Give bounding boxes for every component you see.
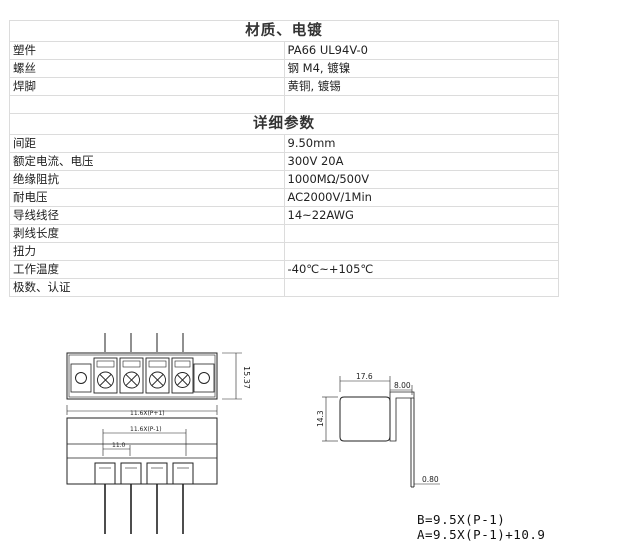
row-value: -40℃~+105℃ (283, 260, 559, 279)
row-label: 塑件 (9, 41, 285, 60)
terminal-cell (93, 357, 118, 394)
screw-slot (177, 374, 188, 386)
screw-head (149, 371, 166, 389)
wire-opening (120, 462, 142, 485)
table-row (9, 95, 559, 114)
row-value (283, 242, 559, 261)
row-label: 焊脚 (9, 77, 285, 96)
table-row: 扭力 (9, 242, 559, 261)
formula-b: B=9.5X(P-1) (417, 512, 506, 527)
row-label: 极数、认证 (9, 278, 285, 297)
row-value: AC2000V/1Min (283, 188, 559, 207)
body-outline (66, 352, 218, 400)
dim-overall-width-label: 11.6X(P+1) (130, 410, 165, 417)
terminal-cell (119, 357, 144, 394)
dim-height-label: 15.37 (242, 366, 251, 389)
dim-side-height-label: 14.3 (316, 410, 325, 427)
row-label: 额定电流、电压 (9, 152, 285, 171)
row-value (283, 278, 559, 297)
materials-section-title: 材质、电镀 (9, 20, 559, 42)
body-inner (68, 354, 216, 398)
screw-head (174, 372, 191, 388)
table-row: 剥线长度 (9, 224, 559, 243)
dim-side-width-label: 17.6 (356, 372, 373, 381)
row-value: 14~22AWG (283, 206, 559, 225)
side-view: 17.6 8.00 14.3 0.80 (316, 372, 440, 488)
formula-a: A=9.5X(P-1)+10.9 (417, 527, 546, 542)
screw-head (97, 371, 114, 389)
mount-ear (70, 363, 92, 393)
top-view: 15.37 11.6X(P+1) (66, 333, 251, 417)
mount-hole (198, 372, 210, 384)
row-label: 剥线长度 (9, 224, 285, 243)
row-value: 钢 M4, 镀镍 (283, 59, 559, 78)
mount-hole (75, 372, 87, 384)
screw-slot (151, 374, 164, 386)
terminal-top (148, 360, 167, 368)
row-label: 绝缘阻抗 (9, 170, 285, 189)
table-row: 塑件 PA66 UL94V-0 (9, 41, 559, 60)
dim-pitch-label: 11.0 (112, 442, 126, 449)
table-row: 焊脚 黄铜, 镀锡 (9, 77, 559, 96)
row-value: PA66 UL94V-0 (283, 41, 559, 60)
terminal-top (122, 360, 141, 368)
terminal-cell (145, 357, 170, 394)
screw-head (123, 371, 140, 389)
wire-opening (94, 462, 116, 485)
row-label (9, 95, 285, 114)
table-row: 工作温度 -40℃~+105℃ (9, 260, 559, 279)
spec-table: 材质、电镀 塑件 PA66 UL94V-0 螺丝 钢 M4, 镀镍 焊脚 黄铜,… (9, 20, 559, 297)
front-body (66, 417, 218, 485)
row-label: 扭力 (9, 242, 285, 261)
row-value: 9.50mm (283, 134, 559, 153)
screw-slot (125, 374, 138, 386)
row-label: 工作温度 (9, 260, 285, 279)
table-row: 耐电压 AC2000V/1Min (9, 188, 559, 207)
terminal-top (96, 360, 115, 368)
front-view: 11.6X(P-1) 11.0 (66, 417, 218, 534)
dim-side-top-label: 8.00 (394, 381, 411, 390)
side-clamp (389, 391, 415, 442)
mount-ear (193, 363, 215, 393)
row-value: 黄铜, 镀锡 (283, 77, 559, 96)
details-section-title: 详细参数 (9, 113, 559, 135)
row-value (283, 224, 559, 243)
table-row: 间距 9.50mm (9, 134, 559, 153)
terminal-top (174, 360, 191, 368)
technical-drawing: 15.37 11.6X(P+1) 11.6X(P-1) 11.0 (66, 333, 440, 534)
table-row: 导线线径 14~22AWG (9, 206, 559, 225)
terminal-cell (171, 357, 194, 394)
wire-opening (172, 462, 194, 485)
row-label: 间距 (9, 134, 285, 153)
row-label: 螺丝 (9, 59, 285, 78)
table-row: 额定电流、电压 300V 20A (9, 152, 559, 171)
row-label: 导线线径 (9, 206, 285, 225)
dim-inner-width-label: 11.6X(P-1) (130, 426, 162, 433)
row-value: 300V 20A (283, 152, 559, 171)
row-value: 1000MΩ/500V (283, 170, 559, 189)
table-row: 螺丝 钢 M4, 镀镍 (9, 59, 559, 78)
screw-slot (99, 374, 112, 386)
side-body (339, 396, 391, 442)
wire-opening (146, 462, 168, 485)
row-label: 耐电压 (9, 188, 285, 207)
dim-pin-label: 0.80 (422, 475, 439, 484)
row-value (283, 95, 559, 114)
table-row: 极数、认证 (9, 278, 559, 297)
table-row: 绝缘阻抗 1000MΩ/500V (9, 170, 559, 189)
